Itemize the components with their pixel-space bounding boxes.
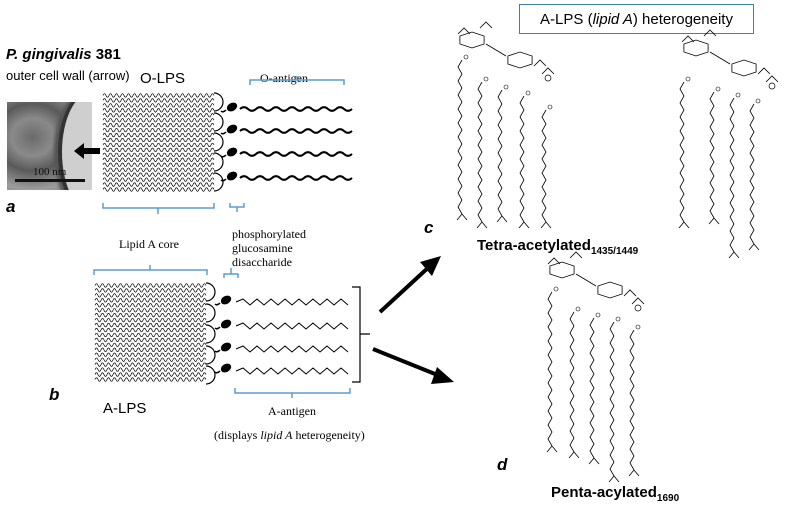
o-antigen-head (226, 102, 238, 112)
arrows (372, 256, 454, 384)
a-antigen-head (220, 295, 232, 305)
phospho-line-1: phosphorylated (232, 227, 306, 241)
arrow-up-icon (378, 264, 432, 314)
tetra-acetylated-structure-2 (678, 29, 779, 259)
species-italic: P. gingivalis (6, 46, 92, 63)
lipid-a-core-label: Lipid A core (119, 237, 179, 251)
o-lps-label: O-LPS (140, 70, 186, 87)
o-antigen-label: O-antigen (260, 71, 308, 85)
penta-acylated-label: Penta-acylated1690 (551, 484, 680, 504)
a-antigen-head (220, 319, 232, 329)
a-lps-label: A-LPS (103, 400, 147, 417)
a-lps-diagram (94, 282, 370, 385)
arrow-down-icon (372, 347, 441, 378)
title-prefix: A-LPS ( (540, 10, 593, 28)
a-antigen-head (220, 342, 232, 352)
penta-acylated-structure (546, 251, 645, 483)
phospho-line-3: disaccharide (232, 255, 292, 269)
a-antigen-label: A-antigen (268, 404, 316, 418)
tetra-acetylated-structure-1 (456, 21, 555, 229)
outer-wall-caption: outer cell wall (arrow) (6, 68, 130, 83)
scale-bar-label: 100 nm (33, 166, 67, 178)
tetra-acetylated-label: Tetra-acetylated1435/1449 (477, 237, 639, 257)
panel-letter-b: b (49, 385, 60, 404)
species-label: P. gingivalis 381 (6, 46, 121, 63)
title-italic: lipid A (592, 10, 633, 28)
panel-letter-a: a (6, 197, 16, 216)
o-lps-diagram (102, 92, 353, 192)
micrograph-image: 100 nm (7, 102, 92, 190)
scale-bar (15, 179, 85, 182)
brackets (93, 76, 351, 398)
panel-letter-c: c (424, 218, 434, 237)
a-antigen-note: (displays lipid A heterogeneity) (214, 428, 365, 442)
arrow-down-head-icon (431, 367, 454, 384)
title-suffix: ) heterogeneity (632, 10, 733, 28)
pointer-arrow-icon (74, 143, 100, 159)
o-antigen-head (226, 147, 238, 157)
species-strain: 381 (95, 46, 121, 63)
a-antigen-head (220, 363, 232, 373)
panel-letter-d: d (497, 455, 508, 474)
phospho-line-2: glucosamine (232, 241, 293, 255)
title-box: A-LPS (lipid A) heterogeneity (519, 4, 754, 34)
phospho-label: phosphorylated glucosamine disaccharide (232, 227, 306, 269)
o-antigen-head (226, 124, 238, 134)
arrow-up-head-icon (420, 256, 441, 276)
o-antigen-head (226, 171, 238, 181)
